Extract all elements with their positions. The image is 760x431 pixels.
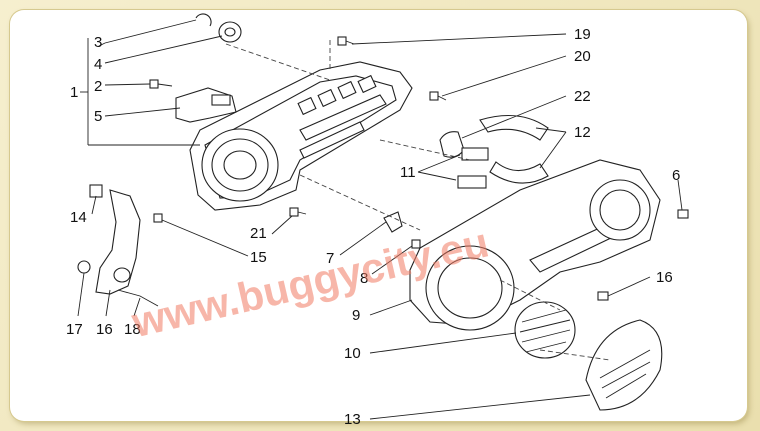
callout-2: 2 bbox=[94, 78, 102, 95]
callout-6: 6 bbox=[672, 167, 680, 184]
callout-18: 18 bbox=[124, 321, 141, 338]
callout-16-left: 16 bbox=[96, 321, 113, 338]
callout-22: 22 bbox=[574, 88, 591, 105]
callout-19: 19 bbox=[574, 26, 591, 43]
callout-12: 12 bbox=[574, 124, 591, 141]
clip-7-part bbox=[383, 211, 403, 233]
clutch-parts bbox=[439, 115, 549, 189]
callout-17: 17 bbox=[66, 321, 83, 338]
leader-lines bbox=[77, 19, 683, 420]
callout-4: 4 bbox=[94, 56, 102, 73]
callout-15: 15 bbox=[250, 249, 267, 266]
screw-20-part bbox=[429, 91, 447, 101]
callout-11: 11 bbox=[400, 164, 416, 181]
callout-5: 5 bbox=[94, 108, 102, 125]
screw-21-part bbox=[289, 207, 307, 217]
callout-8: 8 bbox=[360, 270, 368, 287]
bearing-bore bbox=[224, 27, 236, 37]
screw-2-part bbox=[149, 79, 173, 89]
support-bracket-part bbox=[77, 184, 163, 307]
callout-7: 7 bbox=[326, 250, 334, 267]
screw-19-part bbox=[337, 36, 355, 46]
callout-3: 3 bbox=[94, 34, 102, 51]
inner-cover-part bbox=[189, 61, 413, 211]
callout-13: 13 bbox=[344, 411, 361, 428]
callout-21: 21 bbox=[250, 225, 267, 242]
callout-1: 1 bbox=[70, 84, 78, 101]
callout-9: 9 bbox=[352, 307, 360, 324]
outer-cover-part bbox=[409, 159, 689, 331]
grille-part bbox=[514, 301, 576, 359]
screw-8-part bbox=[411, 239, 421, 249]
callout-20: 20 bbox=[574, 48, 591, 65]
cover-cap-part bbox=[585, 319, 663, 411]
circlip-part bbox=[195, 13, 212, 27]
callout-10: 10 bbox=[344, 345, 361, 362]
callout-14: 14 bbox=[70, 209, 87, 226]
callout-16-right: 16 bbox=[656, 269, 673, 286]
clip-part bbox=[211, 94, 231, 106]
callout-labels: 3 4 1 2 5 19 20 22 12 11 6 14 21 15 7 8 … bbox=[66, 26, 680, 428]
